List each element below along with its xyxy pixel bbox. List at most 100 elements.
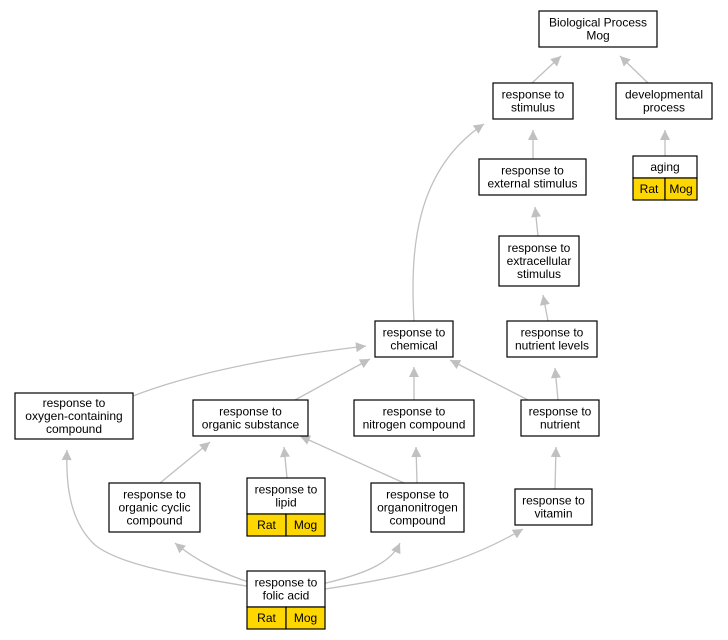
node-label-line: oxygen-containing (25, 409, 122, 423)
node-label-line: compound (126, 514, 182, 528)
arrowhead (358, 359, 370, 369)
node-label-line: developmental (625, 88, 703, 102)
arrowhead (511, 529, 523, 539)
arrowhead (409, 367, 419, 377)
species-tag-rat: Rat (257, 518, 276, 532)
node-box (246, 570, 326, 608)
node-label-line: chemical (390, 339, 437, 353)
node-label-line: process (643, 101, 685, 115)
node-label-line: response to (219, 405, 282, 419)
arrowhead (300, 435, 312, 445)
node-label-line: organic cyclic (118, 501, 190, 515)
species-tag-box (285, 606, 326, 630)
species-tag-mog: Mog (294, 611, 317, 625)
arrowhead (528, 130, 538, 140)
edge-rorg-to-rchem (294, 358, 371, 401)
node-label-line: response to (383, 405, 446, 419)
node-box (520, 399, 600, 437)
node-label-line: response to (386, 488, 449, 502)
node-label-line: aging (650, 160, 679, 174)
arrowhead (472, 124, 484, 134)
node-box (192, 399, 309, 437)
node-box (370, 482, 465, 533)
node-label-line: response to (255, 483, 318, 497)
edge-rorgn-to-rorg (299, 435, 405, 484)
node-box (538, 10, 658, 48)
node-label-line: organic substance (202, 418, 300, 432)
arrowhead (550, 56, 561, 67)
node-label-line: stimulus (517, 267, 561, 281)
node-box (492, 82, 574, 120)
edge-rchem-to-rstim (412, 123, 485, 322)
node-label-line: response to (529, 405, 592, 419)
edge-rcyc-to-rorg (159, 441, 211, 484)
species-tag-box (285, 513, 326, 537)
edge-rfol-to-rvit (324, 528, 524, 590)
node-label-line: organonitrogen (377, 501, 458, 515)
species-tag-box (664, 177, 698, 201)
node-box (615, 82, 713, 120)
node-label-line: compound (46, 422, 102, 436)
node-label-line: response to (501, 164, 564, 178)
node-box (506, 320, 598, 358)
node-label-line: response to (522, 494, 585, 508)
edge-rfol-to-rcyc (174, 542, 253, 584)
edge-rfol-to-roxy (66, 449, 253, 588)
arrowhead (175, 543, 186, 554)
node-box (514, 488, 593, 526)
node-box (353, 399, 475, 437)
node-label-line: response to (255, 576, 318, 590)
arrowhead (550, 368, 561, 379)
node-box (108, 482, 201, 533)
species-tag-mog: Mog (669, 182, 692, 196)
node-label-line: nutrient levels (515, 339, 589, 353)
node-label-line: extracellular (507, 254, 572, 268)
node-label-line: lipid (275, 496, 296, 510)
arrowhead (61, 450, 72, 461)
edge-rnut-to-rchem (449, 359, 529, 401)
arrowhead (450, 360, 462, 370)
edge-roxy-to-rchem (132, 345, 367, 397)
node-box (246, 477, 326, 515)
node-label-line: response to (43, 396, 106, 410)
node-box (478, 158, 587, 196)
arrowhead (620, 56, 631, 67)
node-label-line: external stimulus (487, 177, 577, 191)
species-tag-rat: Rat (640, 182, 659, 196)
species-tag-mog: Mog (294, 518, 317, 532)
node-box (374, 320, 454, 358)
node-box (14, 392, 134, 440)
arrowhead (539, 295, 550, 306)
node-label-line: nitrogen compound (363, 418, 466, 432)
arrowhead (355, 342, 366, 353)
node-label-line: vitamin (534, 507, 572, 521)
arrowhead (199, 442, 210, 453)
arrowhead (531, 207, 542, 218)
node-box (498, 235, 580, 287)
node-label-line: Biological Process (549, 16, 647, 30)
node-label-line: response to (508, 241, 571, 255)
node-label-line: stimulus (511, 101, 555, 115)
node-label-line: response to (383, 326, 446, 340)
node-label-line: response to (502, 88, 565, 102)
arrowhead (550, 447, 561, 458)
